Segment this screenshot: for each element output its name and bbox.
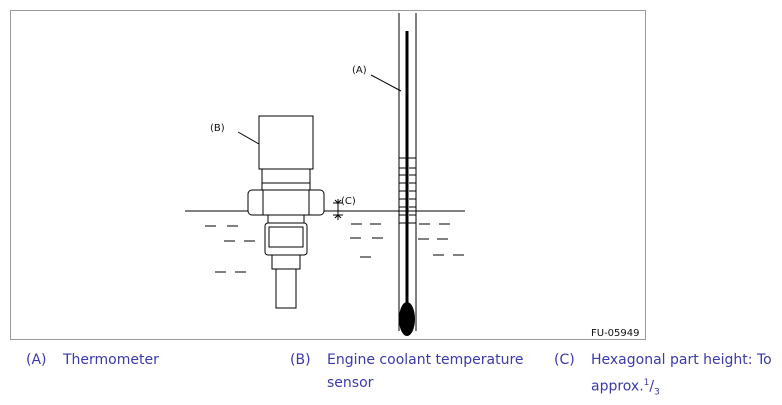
legend-text: Hexagonal part height: To approx.1/3: [591, 352, 772, 398]
callout-b: (B): [210, 123, 225, 134]
legend-letter: (C): [554, 352, 575, 368]
legend-text-line2: sensor: [327, 375, 374, 391]
hex-height-dimension: [333, 199, 343, 220]
fraction-denominator: 3: [654, 387, 660, 398]
legend-text-line1: Engine coolant temperature: [327, 352, 524, 368]
legend-text: Engine coolant temperature sensor: [327, 349, 524, 395]
legend-text-line1: Hexagonal part height: To: [591, 352, 772, 368]
leader-lines: [237, 74, 402, 145]
diagram-figure: (A) (B) (C) FU-05949: [10, 10, 646, 340]
legend-letter: (A): [26, 352, 47, 368]
thermometer: [398, 13, 417, 336]
callout-c: (C): [341, 196, 356, 207]
legend-text: Thermometer: [63, 352, 159, 368]
water-dashes: [205, 223, 464, 273]
coolant-temperature-sensor: [247, 115, 325, 309]
diagram-canvas: (A) (B) (C) FU-05949: [185, 13, 640, 339]
callout-a: (A): [352, 65, 367, 76]
legend-text-line2-prefix: approx.: [591, 378, 644, 395]
fraction-numerator: 1: [643, 378, 650, 388]
figure-id: FU-05949: [591, 328, 640, 339]
legend-letter: (B): [290, 352, 311, 368]
